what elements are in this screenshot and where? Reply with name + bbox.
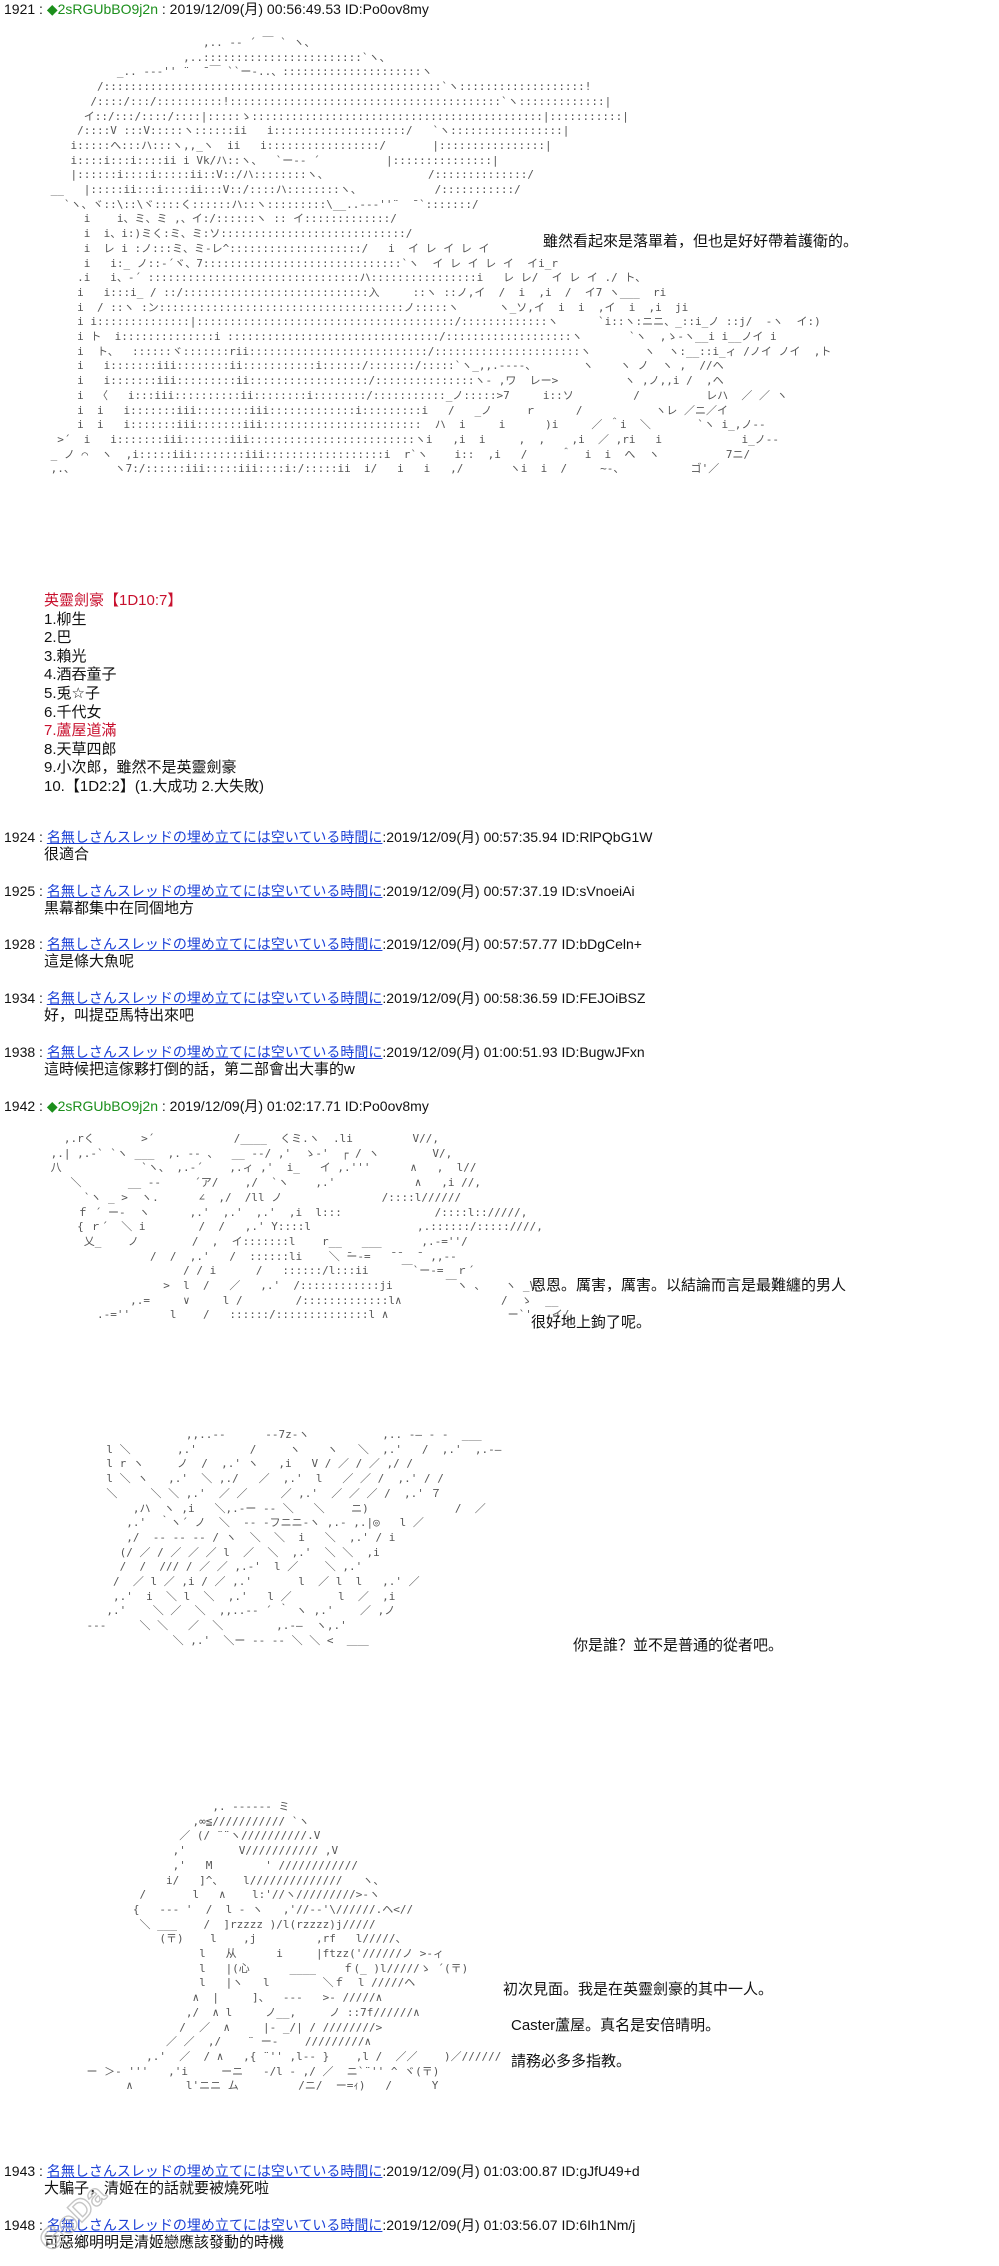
- list-item: 5.兎☆子: [44, 684, 100, 702]
- post-meta: :2019/12/09(月) 01:00:51.93 ID:BugwJFxn: [382, 1044, 645, 1060]
- poster-name-link[interactable]: 名無しさんスレッドの埋め立てには空いている時間に: [46, 2163, 383, 2179]
- post-header-1943: 1943 : 名無しさんスレッドの埋め立てには空いている時間に:2019/12/…: [4, 2163, 640, 2179]
- post-number[interactable]: 1921: [4, 1, 36, 17]
- post-header-1948: 1948 : 名無しさんスレッドの埋め立てには空いている時間に:2019/12/…: [4, 2217, 636, 2233]
- watermark-logo: GoDa: [32, 2177, 114, 2259]
- list-item: 6.千代女: [44, 703, 102, 721]
- caption-2b: 很好地上鉤了呢。: [531, 1314, 652, 1331]
- list-item: 1.柳生: [44, 610, 87, 628]
- poster-trip: ◆2sRGUbBO9j2n: [46, 1098, 158, 1114]
- post-meta: :2019/12/09(月) 00:58:36.59 ID:FEJOiBSZ: [382, 990, 646, 1006]
- post-number[interactable]: 1924: [4, 829, 36, 845]
- post-body: 很適合: [44, 846, 90, 863]
- caption-4b: Caster蘆屋。真名是安倍晴明。: [511, 2017, 721, 2034]
- list-item-highlighted: 7.蘆屋道滿: [44, 722, 117, 740]
- poster-name-link[interactable]: 名無しさんスレッドの埋め立てには空いている時間に: [46, 883, 383, 899]
- post-header-1925: 1925 : 名無しさんスレッドの埋め立てには空いている時間に:2019/12/…: [4, 883, 635, 899]
- post-meta: :2019/12/09(月) 00:57:57.77 ID:bDgCeln+: [382, 936, 642, 952]
- post-number[interactable]: 1925: [4, 883, 36, 899]
- poster-trip: ◆2sRGUbBO9j2n: [46, 1, 158, 17]
- post-meta: :2019/12/09(月) 01:03:00.87 ID:gJfU49+d: [382, 2163, 640, 2179]
- post-header-1934: 1934 : 名無しさんスレッドの埋め立てには空いている時間に:2019/12/…: [4, 990, 646, 1006]
- list-item: 10.【1D2:2】(1.大成功 2.大失敗): [44, 777, 265, 795]
- post-header-1938: 1938 : 名無しさんスレッドの埋め立てには空いている時間に:2019/12/…: [4, 1044, 645, 1060]
- post-body: 可惡鄉明明是清姬戀應該發動的時機: [44, 2234, 285, 2251]
- post-meta: :2019/12/09(月) 01:03:56.07 ID:6Ih1Nm/j: [382, 2217, 636, 2233]
- poster-name-link[interactable]: 名無しさんスレッドの埋め立てには空いている時間に: [46, 990, 383, 1006]
- post-number[interactable]: 1948: [4, 2217, 36, 2233]
- post-number[interactable]: 1938: [4, 1044, 36, 1060]
- post-number[interactable]: 1943: [4, 2163, 36, 2179]
- poster-name-link[interactable]: 名無しさんスレッドの埋め立てには空いている時間に: [46, 936, 383, 952]
- post-header-1942: 1942 : ◆2sRGUbBO9j2n : 2019/12/09(月) 01:…: [4, 1098, 429, 1114]
- list-item: 8.天草四郎: [44, 740, 117, 758]
- list-item: 4.酒吞童子: [44, 666, 117, 684]
- poster-name-link[interactable]: 名無しさんスレッドの埋め立てには空いている時間に: [46, 1044, 383, 1060]
- list-header: 英靈劍豪【1D10:7】: [44, 592, 183, 609]
- caption-4a: 初次見面。我是在英靈劍豪的其中一人。: [503, 1981, 774, 1998]
- post-body: 好，叫提亞馬特出來吧: [44, 1007, 195, 1024]
- post-number[interactable]: 1934: [4, 990, 36, 1006]
- post-header-1921: 1921 : ◆2sRGUbBO9j2n : 2019/12/09(月) 00:…: [4, 1, 429, 17]
- poster-name-link[interactable]: 名無しさんスレッドの埋め立てには空いている時間に: [46, 2217, 383, 2233]
- post-header-1924: 1924 : 名無しさんスレッドの埋め立てには空いている時間に:2019/12/…: [4, 829, 653, 845]
- post-number[interactable]: 1942: [4, 1098, 36, 1114]
- caption-1: 雖然看起來是落單着，但也是好好帶着護衛的。: [543, 233, 859, 250]
- ascii-art-2: ,.rく >´ /____ くミ.ヽ .li V//, ,.| ,.‐` `ヽ …: [50, 1132, 570, 1322]
- post-body: 黒幕都集中在同個地方: [44, 900, 195, 917]
- servant-list: 英靈劍豪【1D10:7】 1.柳生 2.巴 3.賴光 4.酒吞童子 5.兎☆子 …: [44, 592, 264, 797]
- list-item: 3.賴光: [44, 647, 87, 665]
- caption-4c: 請務必多多指教。: [511, 2053, 632, 2070]
- post-body: 大騙子，清姬在的話就要被燒死啦: [44, 2180, 270, 2197]
- post-body: 這時候把這傢夥打倒的話，第二部會出大事的w: [44, 1061, 355, 1078]
- post-header-1928: 1928 : 名無しさんスレッドの埋め立てには空いている時間に:2019/12/…: [4, 936, 642, 952]
- post-number[interactable]: 1928: [4, 936, 36, 952]
- post-meta: :2019/12/09(月) 00:57:35.94 ID:RlPQbG1W: [382, 829, 653, 845]
- post-body: 這是條大魚呢: [44, 953, 135, 970]
- ascii-art-3: ,,..-‐ ‐‐7z‐ヽ ,.. ‐― ‐ ‐ ___ l ＼ ,.' / ヽ…: [86, 1428, 502, 1647]
- watermark-text: GoDa: [33, 2178, 113, 2258]
- post-meta: : 2019/12/09(月) 01:02:17.71 ID:Po0ov8my: [157, 1098, 429, 1114]
- post-meta: : 2019/12/09(月) 00:56:49.53 ID:Po0ov8my: [157, 1, 429, 17]
- poster-name-link[interactable]: 名無しさんスレッドの埋め立てには空いている時間に: [46, 829, 383, 845]
- ascii-art-1: ,.. -‐ ´ ￣ ` ヽ、 ,..:::::::::::::::::::::…: [50, 36, 832, 476]
- list-item: 2.巴: [44, 629, 72, 647]
- list-item: 9.小次郎，雖然不是英靈劍豪: [44, 759, 237, 777]
- post-meta: :2019/12/09(月) 00:57:37.19 ID:sVnoeiAi: [382, 883, 635, 899]
- ascii-art-4: ,. ------ ミ ,∞≦/////////// `ヽ ／ (/ ¨¨ヽ//…: [86, 1800, 502, 2093]
- caption-2a: 恩恩。厲害，厲害。以結論而言是最難纏的男人: [531, 1277, 847, 1294]
- caption-3: 你是誰？並不是普通的從者吧。: [573, 1637, 784, 1654]
